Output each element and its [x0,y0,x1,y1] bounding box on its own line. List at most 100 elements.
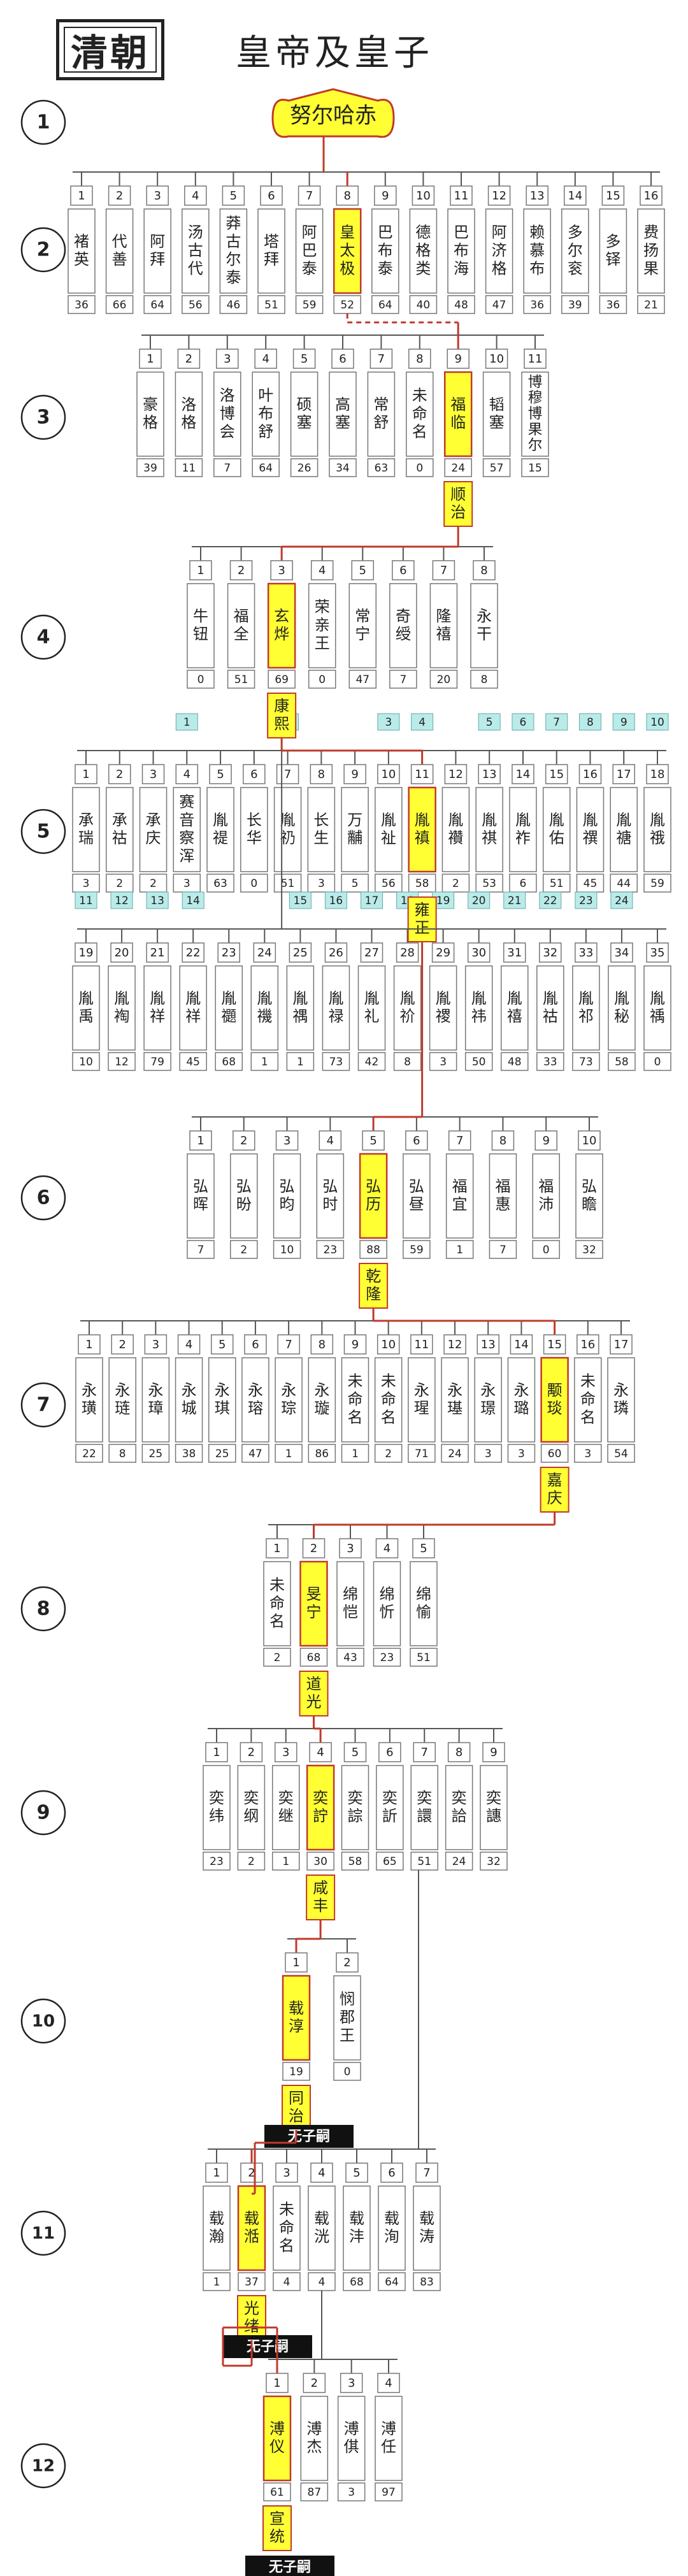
son-age-box [574,1444,602,1463]
son-number: 10 [416,189,431,203]
son-name: 永璜 [82,1381,97,1417]
son-name: 溥仪 [269,2420,285,2456]
son-name-box [643,787,671,872]
son-number: 3 [224,352,231,366]
son-name-box [143,965,171,1051]
rank-badge [411,713,434,731]
son-age: 0 [319,673,326,686]
svg-text:纲: 纲 [243,1807,259,1825]
svg-text:郡: 郡 [340,2008,355,2026]
son-age: 59 [410,1244,424,1256]
son-name-box [333,1975,361,2061]
son-name: 牛钮 [193,607,208,643]
son-age-box [257,295,285,314]
svg-text:胤: 胤 [616,811,631,829]
svg-text:禔: 禔 [213,829,228,847]
svg-text:统: 统 [269,2528,285,2545]
dynasty-seal: 清朝 [56,19,164,80]
son-name-box [445,1153,474,1239]
rank-badge [182,891,204,909]
son-number-box [289,942,312,963]
son-number: 4 [319,564,326,577]
son-age-box [333,2062,361,2081]
son-name-box [523,208,551,294]
son-age: 36 [75,299,89,312]
son-age-box [230,1240,258,1259]
son-name: 费扬果 [643,224,659,278]
son-name: 未命名 [580,1372,596,1427]
son-number: 8 [416,352,423,366]
son-age-box [237,1852,266,1871]
son-number-box [564,185,587,206]
son-name-box [348,583,377,668]
emperor-name-box [262,2395,292,2482]
svg-text:瑢: 瑢 [248,1399,263,1417]
svg-text:高: 高 [335,396,350,414]
son-name: 弘昐 [236,1177,252,1213]
son-number-box [270,560,293,580]
svg-text:宣: 宣 [269,2510,285,2528]
son-name: 胤佑 [549,811,564,847]
son-number: 8 [455,1746,462,1759]
svg-text:王: 王 [340,2026,355,2044]
svg-text:永: 永 [447,1381,462,1399]
son-name-box [408,1357,436,1443]
son-age-box [410,1648,438,1667]
son-age-box [373,1648,401,1667]
son-name-box [572,965,600,1051]
emperor-name-box [237,2185,266,2271]
svg-text:泰: 泰 [226,268,241,286]
svg-text:璟: 璟 [480,1399,496,1417]
son-number-box [243,764,266,784]
son-name-box [374,1357,403,1443]
son-age-box [219,295,248,314]
son-number: 6 [339,352,346,366]
svg-text:永: 永 [248,1381,263,1399]
son-number-box [319,1130,342,1151]
son-number: 1 [292,1956,299,1969]
son-number: 7 [378,352,385,366]
svg-text:命: 命 [348,1390,363,1408]
son-name: 奕訢 [382,1789,398,1825]
svg-text:豪: 豪 [143,396,158,414]
reign-title-box [299,1671,329,1716]
reign-title-box [282,2085,311,2131]
son-name: 永琮 [281,1381,296,1417]
svg-text:永: 永 [215,1381,230,1399]
svg-text:扬: 扬 [643,241,659,259]
son-name-box [241,1357,269,1443]
svg-text:胤: 胤 [650,811,665,829]
svg-text:命: 命 [412,405,427,422]
son-name-box [536,965,564,1051]
svg-text:阿: 阿 [302,224,317,241]
svg-text:奕: 奕 [452,1789,467,1807]
son-number-box [524,349,547,369]
son-name: 硕塞 [297,396,312,431]
son-name-box [337,2396,366,2481]
svg-text:福: 福 [450,396,466,414]
svg-text:瀚: 瀚 [209,2227,224,2245]
svg-text:未: 未 [412,387,427,405]
son-number: 6 [399,564,406,577]
son-age: 23 [210,1855,224,1868]
son-name: 代善 [112,233,127,268]
son-age-box [308,2272,336,2291]
svg-text:命: 命 [381,1390,396,1408]
son-name-box [343,2185,371,2271]
son-number: 2 [311,2377,318,2390]
svg-text:洸: 洸 [314,2227,329,2245]
son-name: 胤䄉 [650,811,665,847]
son-name-box [341,1357,369,1443]
no-heir-label-box [223,2335,312,2358]
son-name: 高塞 [335,396,350,431]
son-number-box [392,560,415,580]
svg-text:仪: 仪 [269,2438,285,2456]
son-number-box [640,185,663,206]
son-age: 3 [318,877,325,890]
son-age: 2 [150,877,157,890]
son-age: 21 [644,299,658,312]
son-age-box [322,1052,350,1071]
svg-text:胤: 胤 [448,811,463,829]
son-age: 10 [280,1244,294,1256]
son-name-box [208,1357,236,1443]
